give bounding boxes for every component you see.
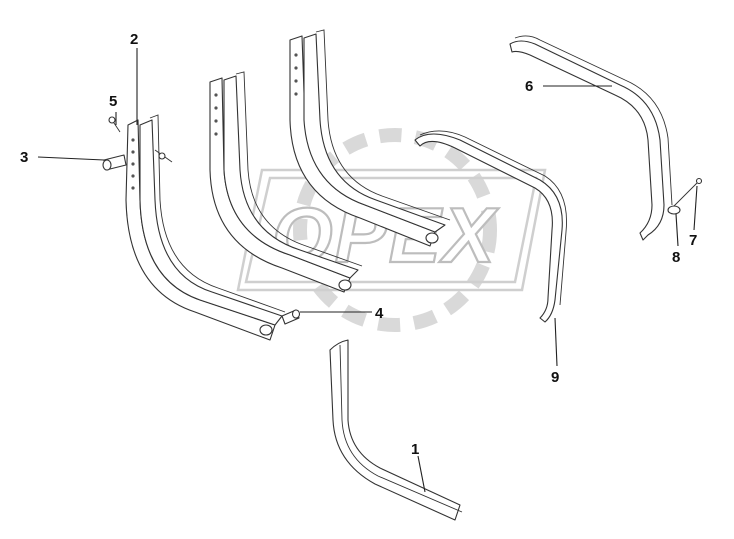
callout-7: 7: [689, 232, 697, 249]
leader-3: [37, 156, 105, 161]
leader-9: [554, 317, 558, 367]
callout-2: 2: [130, 31, 138, 48]
callouts: 2 5 3 4 6 7 8 9 1: [20, 31, 697, 458]
strap-6: [509, 35, 673, 241]
callout-4: 4: [375, 305, 384, 322]
callout-9: 9: [551, 369, 559, 386]
watermark-gear: [293, 128, 497, 332]
leader-7: [693, 185, 698, 231]
bracket-middle: [209, 71, 363, 293]
leader-1: [417, 455, 426, 493]
callout-5: 5: [109, 93, 117, 110]
strap-1: [329, 339, 463, 521]
bracket-left: [125, 114, 286, 341]
callout-1: 1: [411, 441, 419, 458]
callout-8: 8: [672, 249, 680, 266]
callout-3: 3: [20, 149, 28, 166]
leader-lines: [37, 48, 698, 493]
strap-9: [414, 130, 567, 323]
leader-8: [675, 213, 679, 247]
bracket-back: [289, 29, 451, 247]
hardware: [102, 116, 703, 325]
callout-6: 6: [525, 78, 533, 95]
